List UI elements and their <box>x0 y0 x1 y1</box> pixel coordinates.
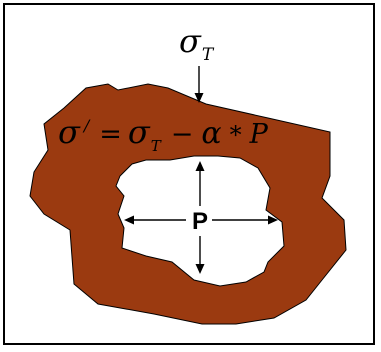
equation-lhs-symbol: σ <box>58 113 81 151</box>
equation-lhs-prime: / <box>82 116 91 135</box>
equation-times: * <box>230 121 242 149</box>
pore-space <box>115 155 285 287</box>
pore-pressure-arrows <box>124 161 278 274</box>
equation-rhs-subscript: T <box>151 137 162 155</box>
total-stress-label: σT <box>179 22 215 65</box>
equation-equals: = <box>99 119 122 150</box>
equation-pressure: P <box>249 119 269 150</box>
equation-alpha: α <box>201 116 221 151</box>
total-stress-subscript: T <box>202 45 215 65</box>
total-stress-symbol: σ <box>179 22 202 60</box>
equation-rhs-symbol: σ <box>128 113 151 151</box>
equation-minus: − <box>171 119 194 150</box>
load-arrow <box>194 66 204 103</box>
effective-stress-equation: σ/=σT−α*P <box>58 113 269 155</box>
pore-pressure-label: P <box>192 208 208 235</box>
